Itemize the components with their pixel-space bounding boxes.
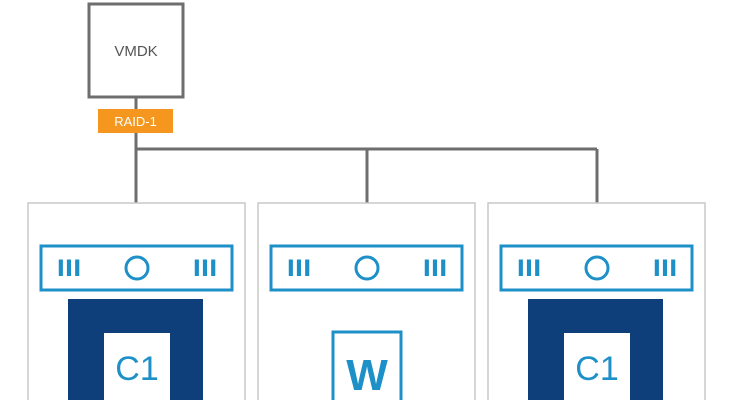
vmdk-label: VMDK: [114, 43, 157, 60]
host-3-component-label: C1: [575, 350, 618, 388]
host-1-bars-right: III: [193, 257, 218, 282]
host-1-disk: [39, 244, 234, 292]
vmdk-box: [87, 2, 185, 99]
host-3-disk: [499, 244, 694, 292]
vmdk-node: VMDK: [87, 2, 185, 99]
host-3-component-tile: [564, 333, 630, 400]
host-3-disk-circle-icon: [584, 255, 610, 281]
host-3-bars-right: III: [653, 257, 678, 282]
host-2-witness-label: W: [346, 351, 388, 400]
raid-badge-box: [98, 109, 173, 133]
host-3-bars-left: III: [517, 257, 542, 282]
host-2: III III W: [257, 202, 476, 400]
host-2-disk: [269, 244, 464, 292]
host-2-disk-circle-icon: [354, 255, 380, 281]
host-1: III III C1: [27, 202, 246, 400]
raid-badge: RAID-1: [98, 109, 173, 133]
host-1-bars-left: III: [57, 257, 82, 282]
host-2-bars-right: III: [423, 257, 448, 282]
host-1-component-label: C1: [115, 350, 158, 388]
host-1-disk-circle-icon: [124, 255, 150, 281]
host-1-component-tile: [104, 333, 170, 400]
host-2-witness-tile: [331, 330, 403, 400]
host-2-bars-left: III: [287, 257, 312, 282]
raid-label: RAID-1: [114, 114, 157, 129]
host-3: III III C1: [487, 202, 706, 400]
